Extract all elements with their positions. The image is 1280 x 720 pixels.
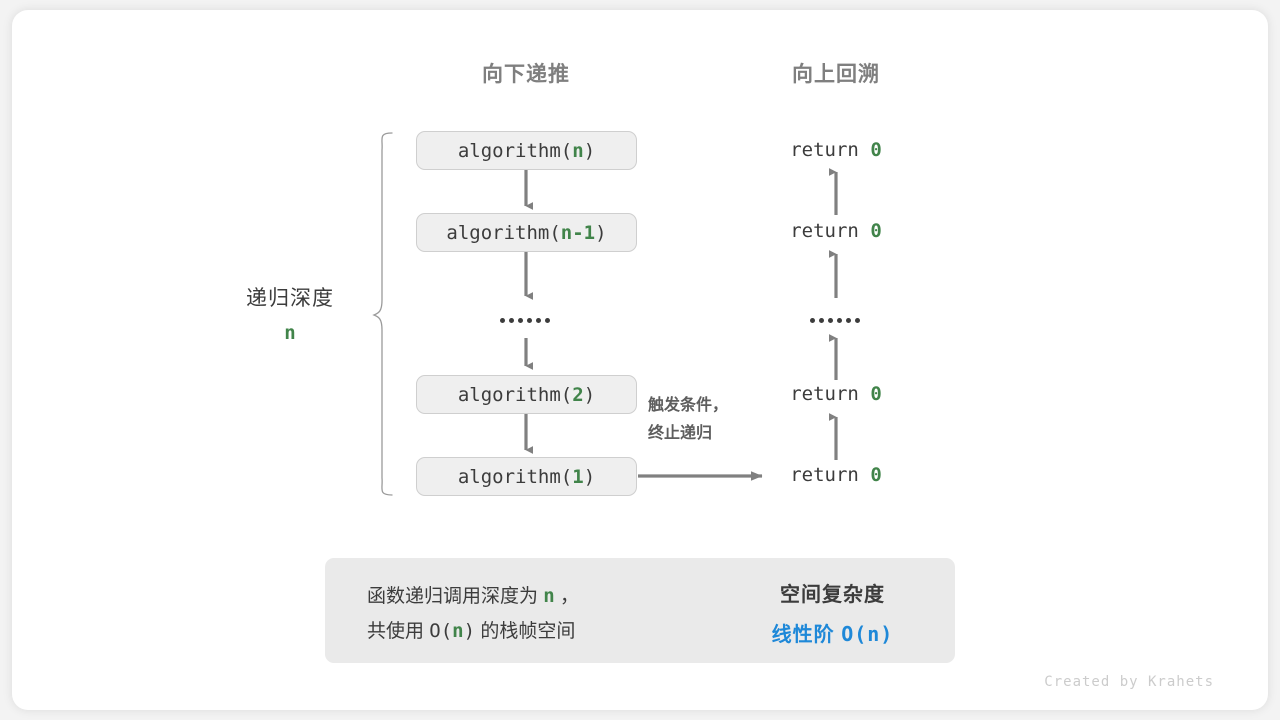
call-box-close: ) <box>583 383 596 406</box>
summary-line1-suffix: ， <box>554 586 580 607</box>
summary-line2-big-o-close: ) <box>463 620 476 642</box>
return-value: 0 <box>870 383 882 405</box>
return-keyword: return <box>790 220 871 242</box>
recursion-depth-label: 递归深度 n <box>200 282 380 344</box>
summary-line2-n: n <box>452 620 464 642</box>
call-box-name: algorithm( <box>457 383 573 406</box>
call-box-name: algorithm( <box>457 139 573 162</box>
ellipsis-left <box>500 318 550 323</box>
column-header-descend: 向下递推 <box>482 63 570 86</box>
base-case-note: 触发条件， 终止递归 <box>648 392 728 448</box>
call-box-arg: 1 <box>572 465 584 488</box>
return-keyword: return <box>790 383 871 405</box>
return-value: 0 <box>870 139 882 161</box>
call-box-arg: n-1 <box>560 221 596 244</box>
return-value: 0 <box>870 220 882 242</box>
return-label-3: return 0 <box>736 383 936 405</box>
base-case-note-line1: 触发条件， <box>648 397 729 414</box>
summary-line2-suffix: 的栈帧空间 <box>475 621 576 642</box>
call-box-close: ) <box>595 221 607 244</box>
summary-line1-n: n <box>543 585 555 607</box>
summary-line2-big-o: O( <box>429 620 453 642</box>
summary-conclusion: 空间复杂度 线性阶 O(n) <box>740 578 925 647</box>
call-box-close: ) <box>583 139 596 162</box>
call-box-n[interactable]: algorithm(n) <box>416 131 637 170</box>
return-value: 0 <box>870 464 882 486</box>
summary-complexity-value: 线性阶 O(n) <box>740 618 925 647</box>
recursion-depth-text: 递归深度 <box>246 287 334 310</box>
column-header-ascend: 向上回溯 <box>792 63 880 86</box>
call-box-name: algorithm( <box>446 221 561 244</box>
summary-complexity-notation: O(n) <box>841 622 894 646</box>
return-keyword: return <box>790 139 871 161</box>
summary-line1-prefix: 函数递归调用深度为 <box>367 586 544 607</box>
ellipsis-right <box>810 318 860 323</box>
call-box-name: algorithm( <box>457 465 573 488</box>
call-box-2[interactable]: algorithm(2) <box>416 375 637 414</box>
call-box-arg: 2 <box>572 383 584 406</box>
call-box-1[interactable]: algorithm(1) <box>416 457 637 496</box>
return-keyword: return <box>790 464 871 486</box>
credit-footer: Created by Krahets <box>1044 674 1214 690</box>
return-label-4: return 0 <box>736 464 936 486</box>
recursion-depth-value: n <box>284 322 296 344</box>
summary-panel: 函数递归调用深度为 n ， 共使用 O(n) 的栈帧空间 空间复杂度 线性阶 O… <box>325 558 955 663</box>
summary-description: 函数递归调用深度为 n ， 共使用 O(n) 的栈帧空间 <box>367 579 579 649</box>
call-box-close: ) <box>583 465 596 488</box>
summary-complexity-order: 线性阶 <box>771 624 842 646</box>
summary-complexity-title: 空间复杂度 <box>780 584 885 606</box>
summary-line2-prefix: 共使用 <box>367 621 430 642</box>
call-box-n-minus-1[interactable]: algorithm(n-1) <box>416 213 637 252</box>
base-case-note-line2: 终止递归 <box>648 425 713 442</box>
call-box-arg: n <box>572 139 584 162</box>
return-label-2: return 0 <box>736 220 936 242</box>
return-label-1: return 0 <box>736 139 936 161</box>
